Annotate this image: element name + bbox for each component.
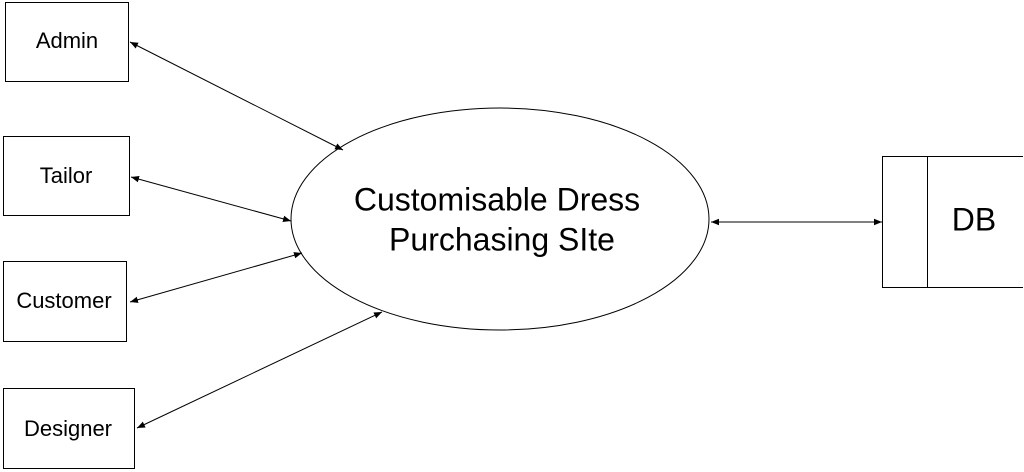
entity-customer-label: Customer — [16, 288, 111, 313]
process-label-line2: Purchasing SIte — [389, 221, 615, 257]
entity-customer: Customer — [3, 261, 127, 342]
flow-admin-process — [129, 41, 344, 151]
entity-designer: Designer — [3, 388, 135, 469]
process-ellipse — [290, 107, 710, 331]
entity-admin-label: Admin — [36, 28, 98, 53]
datastore-db: DB — [882, 156, 1023, 288]
datastore-outline — [882, 156, 1023, 288]
process-node: Customisable Dress Purchasing SIte — [290, 107, 710, 331]
entity-designer-label: Designer — [24, 416, 112, 441]
flow-tailor-process — [130, 176, 292, 222]
flow-customer-process — [129, 252, 303, 303]
entity-tailor-box — [3, 136, 130, 216]
flow-designer-process — [136, 311, 383, 429]
entity-admin-box — [5, 2, 129, 82]
entity-customer-box — [3, 261, 127, 342]
entity-tailor: Tailor — [3, 136, 130, 216]
entity-tailor-label: Tailor — [40, 163, 93, 188]
datastore-label: DB — [952, 201, 996, 237]
process-label-line1: Customisable Dress — [354, 181, 640, 217]
entity-designer-box — [3, 388, 135, 469]
entity-admin: Admin — [5, 2, 129, 82]
